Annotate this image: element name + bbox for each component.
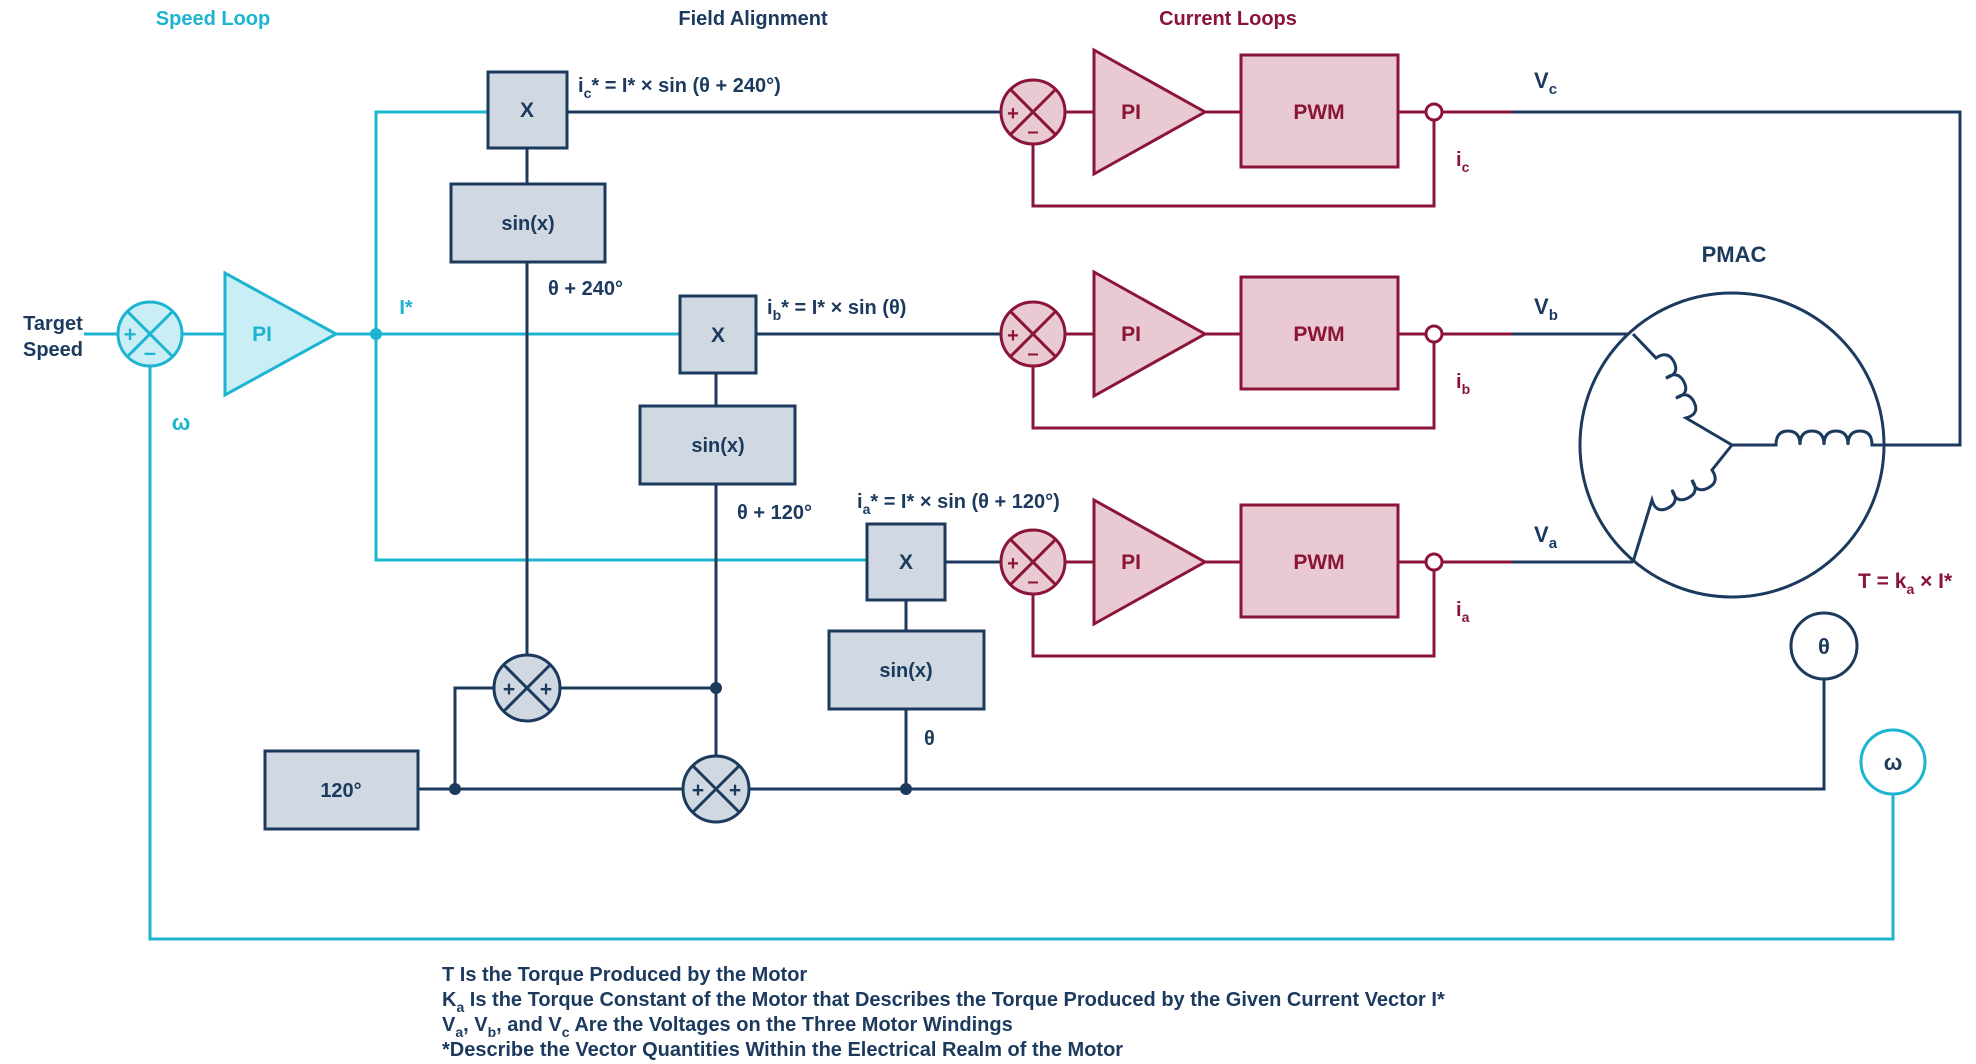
speed-pi-amplifier: PI (223, 270, 340, 398)
svg-text:ic: ic (1456, 149, 1470, 175)
svg-text:+: + (692, 779, 704, 802)
omega-label: ω (172, 410, 191, 435)
label-theta-240: θ + 240° (548, 278, 623, 300)
pmac-label: PMAC (1702, 242, 1767, 267)
svg-text:+: + (1007, 325, 1019, 347)
svg-text:PI: PI (1121, 323, 1141, 346)
offset-120-block: 120° (263, 749, 420, 831)
svg-text:sin(x): sin(x) (501, 213, 554, 235)
svg-text:+: + (1007, 103, 1019, 125)
header-field-alignment: Field Alignment (678, 8, 828, 30)
sin-block-a: sin(x) (827, 629, 986, 711)
svg-text:+: + (124, 322, 137, 347)
svg-text:+: + (1007, 553, 1019, 575)
svg-text:ia: ia (1456, 599, 1470, 625)
svg-text:–: – (1027, 343, 1038, 365)
multiplier-c: X (486, 70, 569, 150)
svg-text:PI: PI (1121, 551, 1141, 574)
label-theta-120: θ + 120° (737, 502, 812, 524)
istar-label: I* (399, 297, 413, 319)
note-4: *Describe the Vector Quantities Within t… (442, 1039, 1123, 1061)
istar-junction (370, 328, 382, 340)
svg-text:PWM: PWM (1293, 551, 1344, 574)
omega-sensor: ω (1859, 728, 1927, 796)
label-theta: θ (924, 728, 935, 750)
svg-text:PWM: PWM (1293, 101, 1344, 124)
svg-text:–: – (144, 340, 156, 365)
svg-text:PI: PI (1121, 101, 1141, 124)
svg-text:+: + (540, 678, 552, 701)
speed-summing-junction: + – (116, 300, 184, 368)
motor-windings (1631, 332, 1888, 563)
equation-ib: ib* = I* × sin (θ) (767, 297, 906, 323)
field-alignment: X X X sin(x) sin(x) sin(x) 120° (263, 70, 1826, 831)
adder-upper: + + (492, 653, 562, 723)
equation-ia: ia* = I* × sin (θ + 120°) (857, 491, 1060, 517)
adder-lower: + + (681, 754, 751, 824)
current-loop-b: + – PI PWM ib (999, 269, 1512, 430)
target-speed-label-2: Speed (23, 339, 83, 361)
equation-ic: ic* = I* × sin (θ + 240°) (578, 75, 781, 101)
note-1: T Is the Torque Produced by the Motor (442, 964, 807, 986)
multiplier-a: X (865, 522, 947, 602)
multiplier-b: X (678, 294, 758, 375)
svg-text:sin(x): sin(x) (879, 660, 932, 682)
target-speed-label-1: Target (23, 313, 83, 335)
sin-block-b: sin(x) (638, 404, 797, 486)
svg-text:+: + (503, 678, 515, 701)
svg-text:X: X (711, 324, 725, 347)
note-3: Va, Vb, and Vc Are the Voltages on the T… (442, 1014, 1013, 1040)
sin-block-c: sin(x) (449, 182, 607, 264)
voltage-va: Va (1534, 522, 1558, 552)
svg-text:120°: 120° (320, 780, 361, 802)
voltage-vb: Vb (1534, 294, 1558, 324)
svg-text:+: + (729, 779, 741, 802)
speed-loop: + – PI Target Speed ω I* (23, 110, 1895, 941)
current-loops: + – PI PWM ic + – PI PWM ib (999, 47, 1512, 658)
theta-sensor: θ (1789, 611, 1859, 681)
header-speed-loop: Speed Loop (156, 8, 270, 30)
voltage-vc: Vc (1534, 68, 1557, 98)
notes: T Is the Torque Produced by the Motor Ka… (442, 964, 1445, 1061)
svg-text:PI: PI (252, 323, 272, 346)
svg-text:sin(x): sin(x) (691, 435, 744, 457)
svg-text:–: – (1027, 121, 1038, 143)
svg-text:θ: θ (1818, 634, 1830, 659)
header-current-loops: Current Loops (1159, 8, 1297, 30)
current-loop-a: + – PI PWM ia (999, 497, 1512, 658)
svg-text:ω: ω (1884, 750, 1903, 775)
current-loop-c: + – PI PWM ic (999, 47, 1512, 208)
svg-text:–: – (1027, 571, 1038, 593)
note-2: Ka Is the Torque Constant of the Motor t… (442, 989, 1445, 1015)
svg-text:X: X (899, 551, 913, 574)
svg-text:X: X (520, 99, 534, 122)
torque-equation: T = ka × I* (1858, 570, 1953, 597)
svg-text:PWM: PWM (1293, 323, 1344, 346)
svg-text:ib: ib (1456, 371, 1470, 397)
pmac-motor: Vc Vb Va PMAC T = ka × I* θ ω (1512, 68, 1962, 796)
